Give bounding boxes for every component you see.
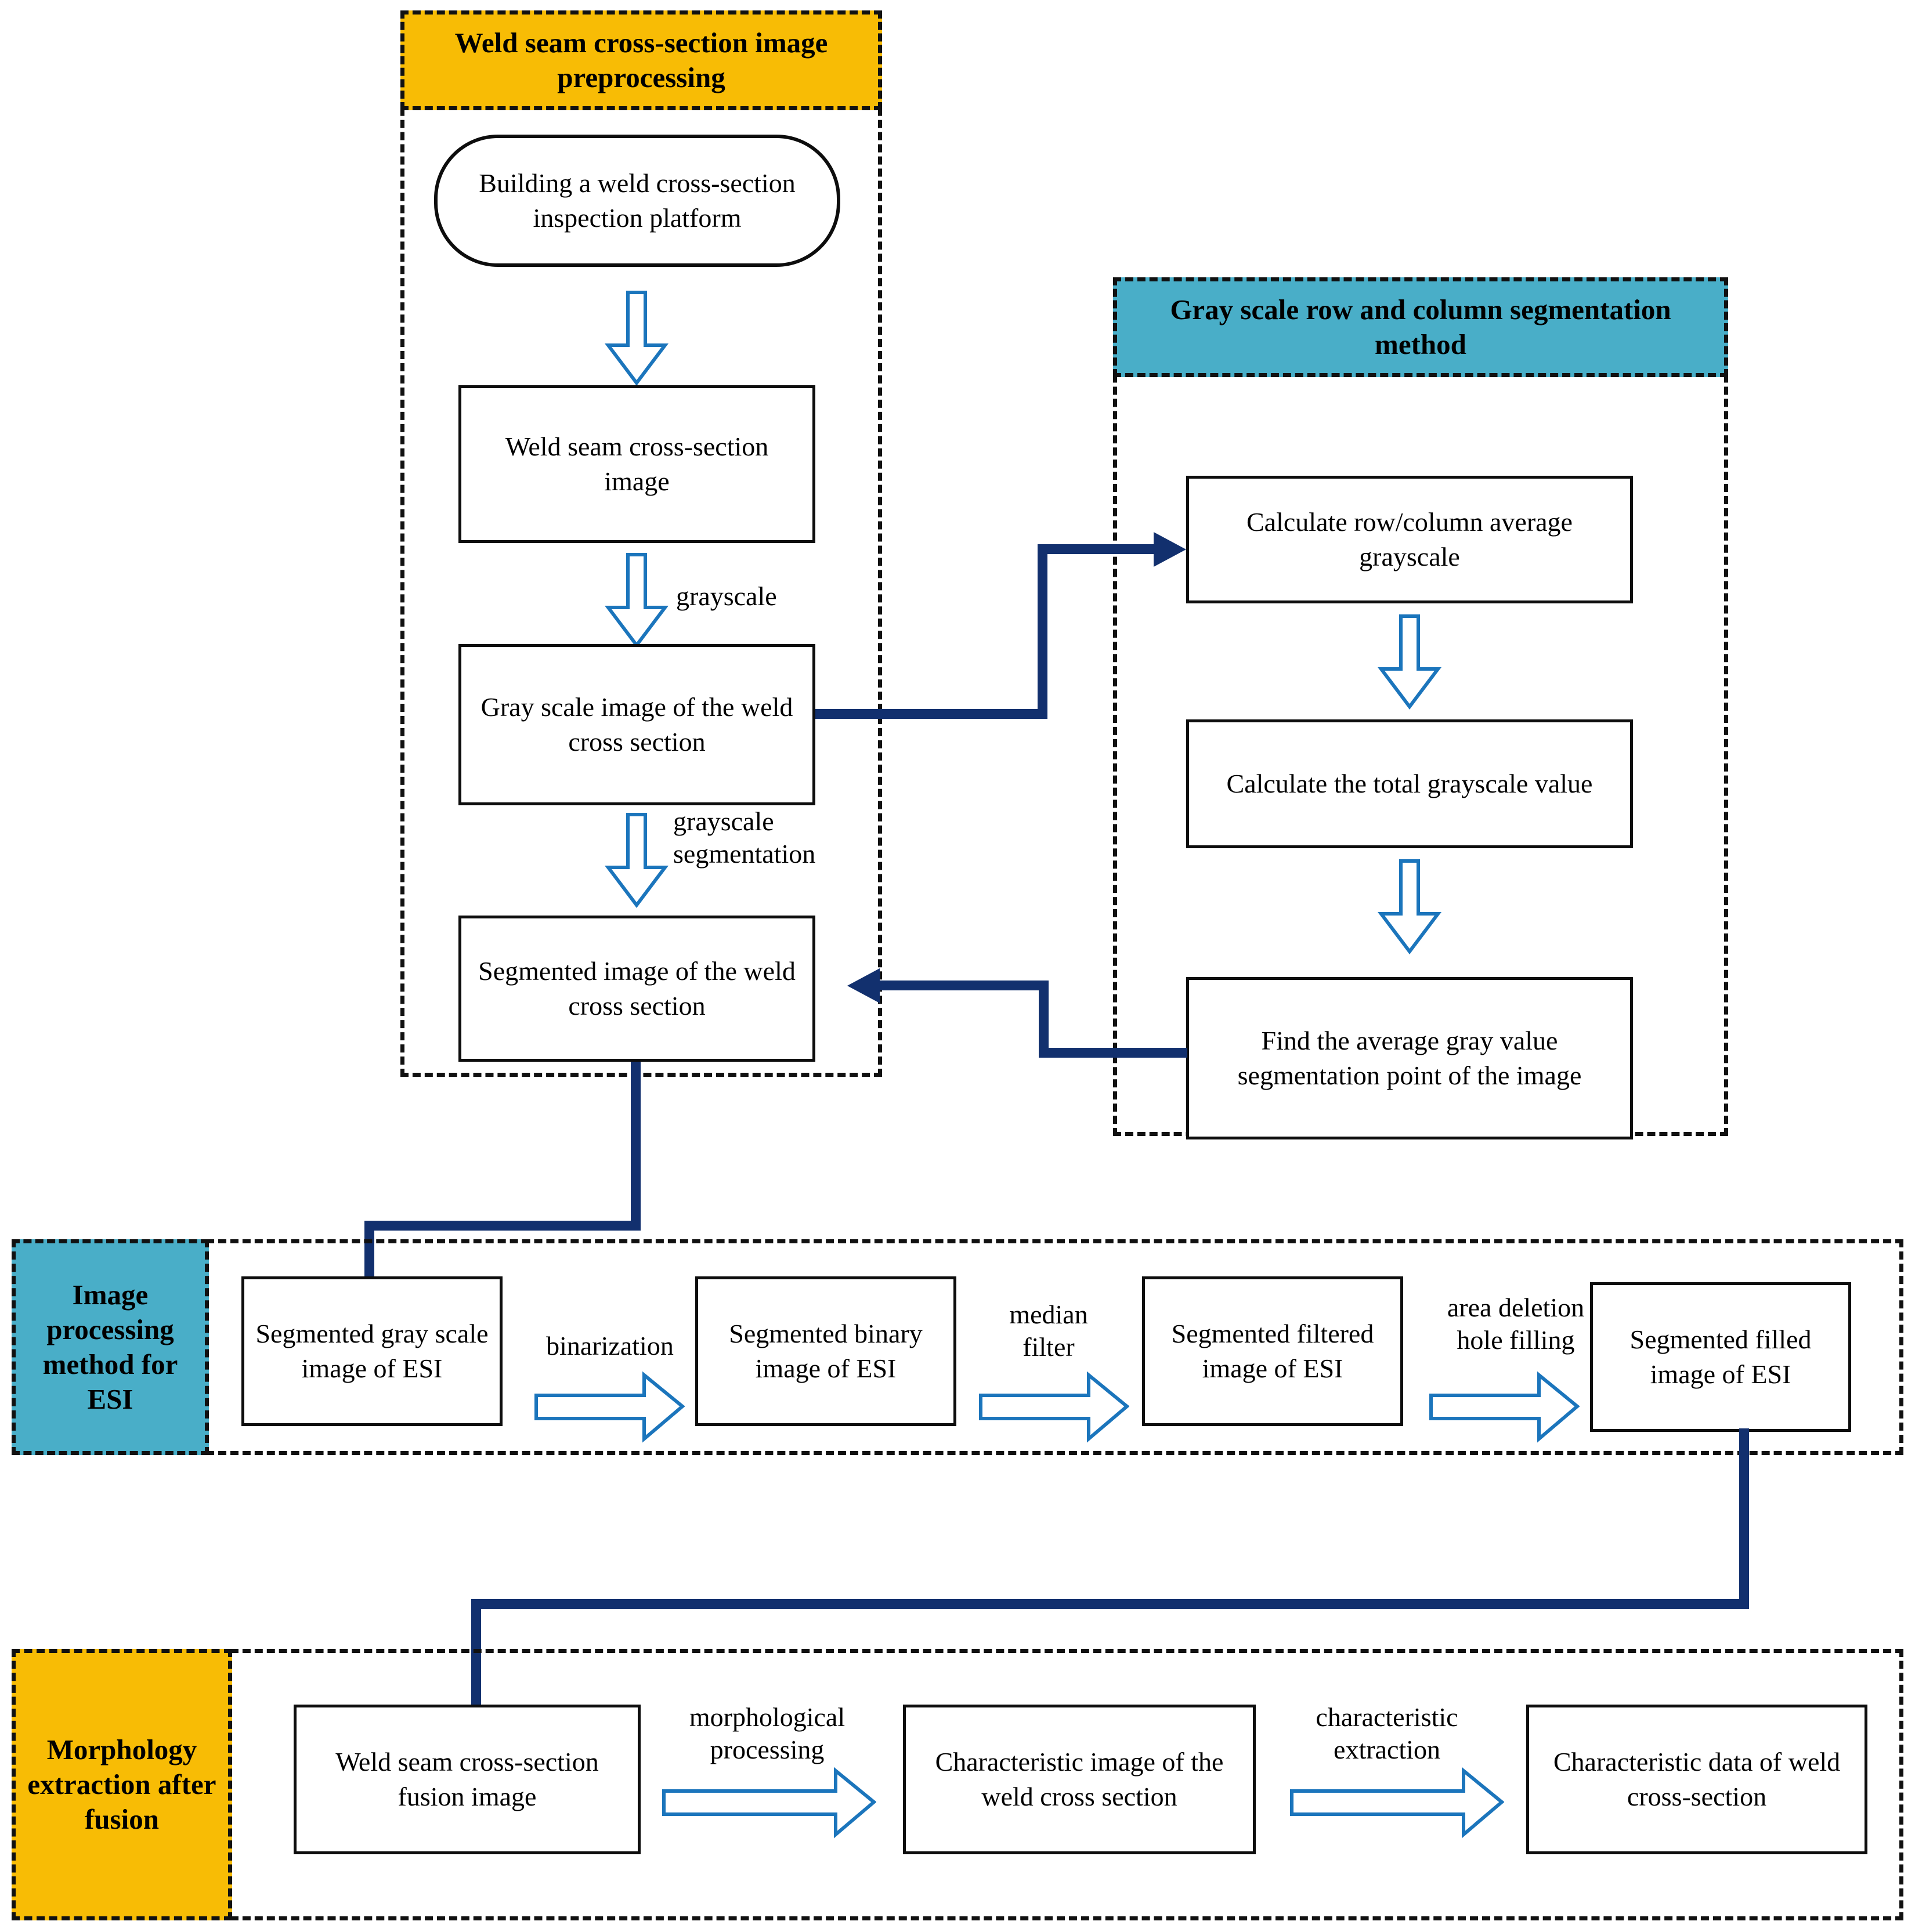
connector-find-to-segmented-h1 xyxy=(1039,1048,1187,1058)
node-calc-total-grayscale-label: Calculate the total grayscale value xyxy=(1226,769,1593,799)
blue-right-arrow-5 xyxy=(1289,1766,1504,1839)
node-esi-2: Segmented filtered image of ESI xyxy=(1142,1276,1403,1426)
node-esi-1: Segmented binary image of ESI xyxy=(695,1276,956,1426)
connector-esi-to-morph-h xyxy=(471,1599,1749,1609)
edge-label-grayscale: grayscale xyxy=(676,581,777,611)
node-esi-2-label: Segmented filtered image of ESI xyxy=(1171,1319,1374,1383)
section-title-morphology: Morphology extraction after fusion xyxy=(12,1649,232,1920)
connector-gray-to-calc-arrowhead xyxy=(1154,532,1186,567)
node-gray-scale-image: Gray scale image of the weld cross secti… xyxy=(458,644,815,805)
section-title-preprocessing: Weld seam cross-section image preprocess… xyxy=(400,10,882,110)
section-title-esi: Image processing method for ESI xyxy=(12,1239,209,1455)
connector-gray-to-calc-v xyxy=(1038,544,1047,718)
node-esi-0-label: Segmented gray scale image of ESI xyxy=(255,1319,489,1383)
node-find-avg-gray-point-label: Find the average gray value segmentation… xyxy=(1237,1026,1582,1090)
connector-gray-to-calc-h1 xyxy=(815,709,1047,719)
connector-esi-to-morph-v1 xyxy=(1739,1428,1749,1608)
node-weld-cross-section-image: Weld seam cross-section image xyxy=(458,385,815,543)
blue-right-arrow-3 xyxy=(1429,1370,1580,1443)
node-calc-avg-grayscale: Calculate row/column average grayscale xyxy=(1186,476,1633,603)
blue-right-arrow-2 xyxy=(978,1370,1129,1443)
node-esi-1-label: Segmented binary image of ESI xyxy=(729,1319,923,1383)
node-segmented-image-label: Segmented image of the weld cross sectio… xyxy=(478,956,796,1021)
section-title-gray-segmentation: Gray scale row and column segmentation m… xyxy=(1113,277,1728,377)
node-esi-3-label: Segmented filled image of ESI xyxy=(1629,1325,1812,1389)
connector-seg-to-esi-v1 xyxy=(631,1062,641,1230)
node-esi-3: Segmented filled image of ESI xyxy=(1590,1282,1851,1432)
node-morph-2-label: Characteristic data of weld cross-sectio… xyxy=(1553,1747,1841,1811)
node-morph-1: Characteristic image of the weld cross s… xyxy=(903,1705,1256,1854)
node-calc-total-grayscale: Calculate the total grayscale value xyxy=(1186,719,1633,848)
blue-right-arrow-4 xyxy=(662,1766,876,1839)
node-inspection-platform: Building a weld cross-section inspection… xyxy=(434,135,840,267)
blue-right-arrow-1 xyxy=(534,1370,685,1443)
blue-down-arrow-1 xyxy=(605,290,669,386)
node-morph-2: Characteristic data of weld cross-sectio… xyxy=(1526,1705,1867,1854)
edge-label-morph-1: characteristic extraction xyxy=(1316,1702,1458,1765)
node-calc-avg-grayscale-label: Calculate row/column average grayscale xyxy=(1246,507,1573,571)
blue-down-arrow-5 xyxy=(1378,859,1441,954)
node-find-avg-gray-point: Find the average gray value segmentation… xyxy=(1186,977,1633,1139)
edge-label-morph-0: morphological processing xyxy=(689,1702,846,1765)
edge-label-esi-2: area deletion hole filling xyxy=(1447,1293,1585,1355)
edge-label-esi-1: median filter xyxy=(1009,1300,1088,1362)
node-morph-1-label: Characteristic image of the weld cross s… xyxy=(935,1747,1224,1811)
connector-find-to-segmented-v xyxy=(1039,981,1049,1058)
node-morph-0-label: Weld seam cross-section fusion image xyxy=(335,1747,599,1811)
node-esi-0: Segmented gray scale image of ESI xyxy=(241,1276,503,1426)
edge-label-grayscale-segmentation: grayscale segmentation xyxy=(673,806,816,869)
node-morph-0: Weld seam cross-section fusion image xyxy=(294,1705,641,1854)
node-gray-scale-image-label: Gray scale image of the weld cross secti… xyxy=(480,692,793,757)
node-weld-cross-section-image-label: Weld seam cross-section image xyxy=(505,432,769,496)
connector-seg-to-esi-h xyxy=(364,1221,641,1231)
connector-find-to-segmented-arrowhead xyxy=(847,968,880,1003)
node-segmented-image: Segmented image of the weld cross sectio… xyxy=(458,916,815,1062)
node-inspection-platform-label: Building a weld cross-section inspection… xyxy=(479,168,796,233)
blue-down-arrow-3 xyxy=(605,812,669,908)
blue-down-arrow-4 xyxy=(1378,614,1441,710)
connector-gray-to-calc-h2 xyxy=(1038,544,1154,554)
connector-find-to-segmented-h2 xyxy=(880,981,1048,990)
edge-label-esi-0: binarization xyxy=(546,1331,674,1361)
blue-down-arrow-2 xyxy=(605,552,669,648)
